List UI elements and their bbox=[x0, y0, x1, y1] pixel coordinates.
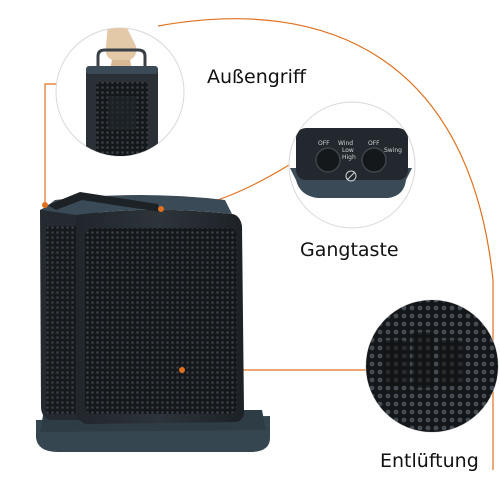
left-knob-low: Low bbox=[342, 147, 354, 154]
connector-grip bbox=[44, 83, 60, 205]
callout-button-label: Gangtaste bbox=[300, 239, 399, 261]
swing-knob bbox=[361, 147, 387, 173]
left-knob-wind: Wind bbox=[338, 140, 353, 147]
right-knob-swing: Swing bbox=[384, 147, 402, 154]
accent-dot-vent bbox=[179, 367, 185, 373]
right-knob-off: OFF bbox=[368, 140, 380, 147]
connector-arc bbox=[157, 18, 494, 470]
grip-detail-circle bbox=[55, 27, 185, 157]
left-knob-off: OFF bbox=[318, 140, 330, 147]
hand-illustration bbox=[105, 28, 137, 60]
left-knob-high: High bbox=[342, 154, 356, 161]
accent-dot-grip bbox=[42, 202, 48, 208]
heater-handle bbox=[48, 192, 160, 212]
callout-vent-label: Entlüftung bbox=[380, 450, 479, 472]
accent-dot-handle bbox=[158, 206, 164, 212]
control-panel-circle: OFF Wind Low High OFF Swing bbox=[288, 101, 416, 229]
no-touch-icon bbox=[345, 170, 357, 182]
heater-body bbox=[36, 192, 270, 452]
mode-knob bbox=[315, 147, 341, 173]
vent-detail-circle bbox=[365, 299, 499, 433]
callout-grip-label: Außengriff bbox=[207, 66, 306, 88]
